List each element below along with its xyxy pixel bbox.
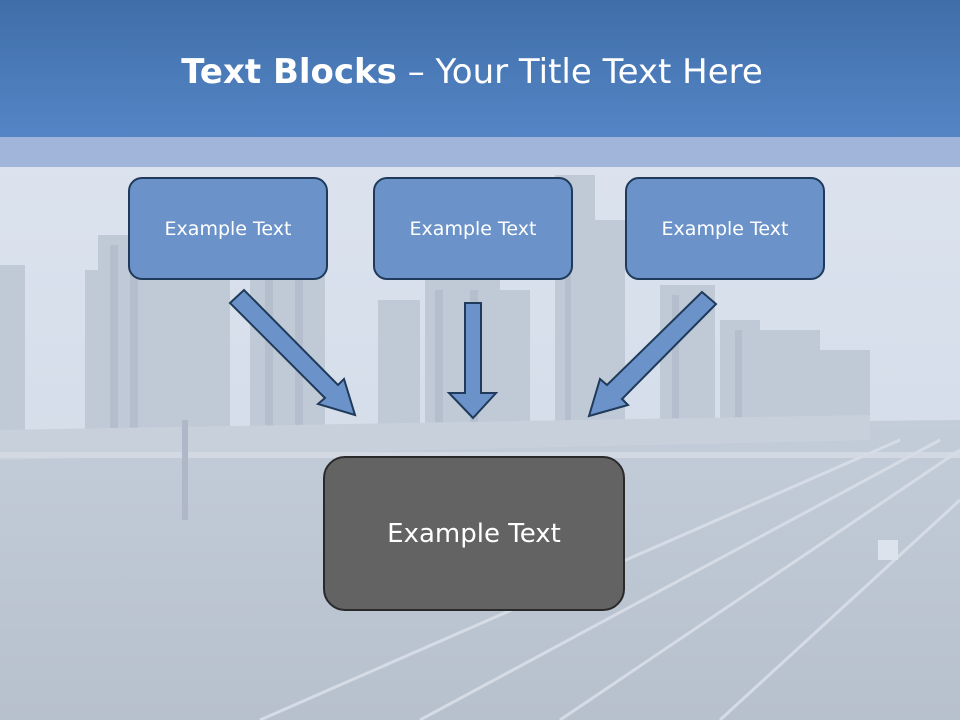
title-bold: Text Blocks [181, 52, 397, 92]
title-dash: – [396, 52, 436, 92]
header-band [0, 137, 960, 167]
title-rest: Your Title Text Here [435, 52, 763, 92]
text-block-2[interactable]: Example Text [373, 177, 573, 280]
slide-title: Text Blocks – Your Title Text Here [0, 52, 952, 92]
title-bar [0, 0, 960, 137]
text-block-3[interactable]: Example Text [625, 177, 825, 280]
text-block-1[interactable]: Example Text [128, 177, 328, 280]
main-text-block[interactable]: Example Text [323, 456, 625, 611]
